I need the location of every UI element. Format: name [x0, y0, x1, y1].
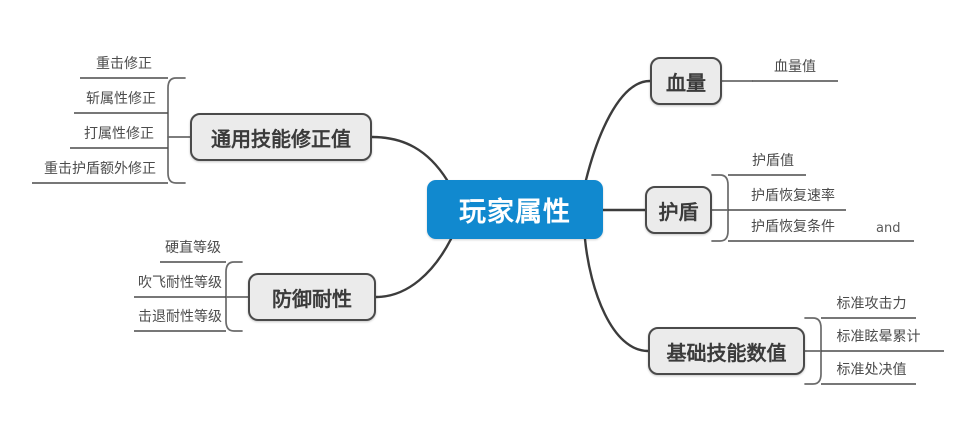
- edge-root-to-health: [584, 79, 652, 182]
- leaf-label: 重击修正: [96, 56, 152, 72]
- branch-node-label: 通用技能修正值: [211, 126, 351, 151]
- leaf-label: 护盾值: [752, 153, 794, 169]
- leaf-label: 打属性修正: [84, 126, 154, 142]
- leaf-label: 吹飞耐性等级: [138, 275, 222, 291]
- leaf-label: 标准眩晕累计: [836, 329, 921, 345]
- leaf-label: 硬直等级: [165, 240, 221, 256]
- leaf-label: 斩属性修正: [86, 91, 156, 107]
- branch-node-label: 血量: [666, 70, 706, 95]
- branch-node-label: 护盾: [658, 199, 699, 224]
- leaf-label: 护盾恢复速率: [751, 188, 835, 204]
- bracket-shield: [711, 174, 729, 242]
- annotation-text: and: [876, 221, 901, 236]
- leaf-node[interactable]: 硬直等级: [160, 240, 226, 257]
- leaf-node[interactable]: 护盾值: [740, 153, 806, 170]
- branch-node-label: 基础技能数值: [666, 340, 787, 365]
- leaf-label: 重击护盾额外修正: [44, 161, 156, 177]
- root-node-label: 玩家属性: [459, 197, 571, 228]
- edge-root-to-general-skill: [370, 135, 449, 182]
- leaf-node[interactable]: 护盾恢复速率: [740, 188, 846, 205]
- leaf-node[interactable]: 击退耐性等级: [134, 309, 226, 326]
- leaf-node[interactable]: 护盾恢复条件: [740, 219, 846, 236]
- leaf-node[interactable]: 标准处决值: [827, 362, 916, 379]
- branch-node-general-skill-modifier[interactable]: 通用技能修正值: [190, 113, 372, 161]
- leaf-label: 击退耐性等级: [138, 309, 222, 325]
- leaf-label: 标准处决值: [836, 362, 907, 378]
- leaf-node[interactable]: 血量值: [752, 59, 838, 76]
- branch-node-defense-resistance[interactable]: 防御耐性: [248, 273, 376, 321]
- leaf-node[interactable]: 标准攻击力: [827, 296, 916, 313]
- branch-node-health[interactable]: 血量: [650, 57, 722, 105]
- leaf-label: 标准攻击力: [836, 296, 907, 312]
- bracket-base-skill: [804, 317, 822, 385]
- leaf-node[interactable]: 重击修正: [80, 56, 168, 73]
- bracket-defense: [225, 261, 243, 332]
- annotation-and: and: [876, 221, 900, 236]
- branch-node-base-skill-values[interactable]: 基础技能数值: [648, 327, 805, 375]
- leaf-node[interactable]: 斩属性修正: [74, 91, 168, 108]
- branch-node-label: 防御耐性: [272, 286, 352, 311]
- leaf-node[interactable]: 打属性修正: [70, 126, 168, 143]
- branch-node-shield[interactable]: 护盾: [645, 186, 712, 234]
- leaf-node[interactable]: 重击护盾额外修正: [32, 161, 168, 178]
- edge-root-to-base-skill: [583, 237, 650, 353]
- leaf-label: 护盾恢复条件: [751, 219, 835, 235]
- leaf-node[interactable]: 标准眩晕累计: [827, 329, 930, 346]
- edge-root-to-defense: [374, 237, 453, 299]
- leaf-label: 血量值: [774, 59, 816, 75]
- root-node-player-attributes[interactable]: 玩家属性: [427, 180, 603, 239]
- leaf-node[interactable]: 吹飞耐性等级: [134, 275, 226, 292]
- bracket-general-skill: [167, 77, 186, 184]
